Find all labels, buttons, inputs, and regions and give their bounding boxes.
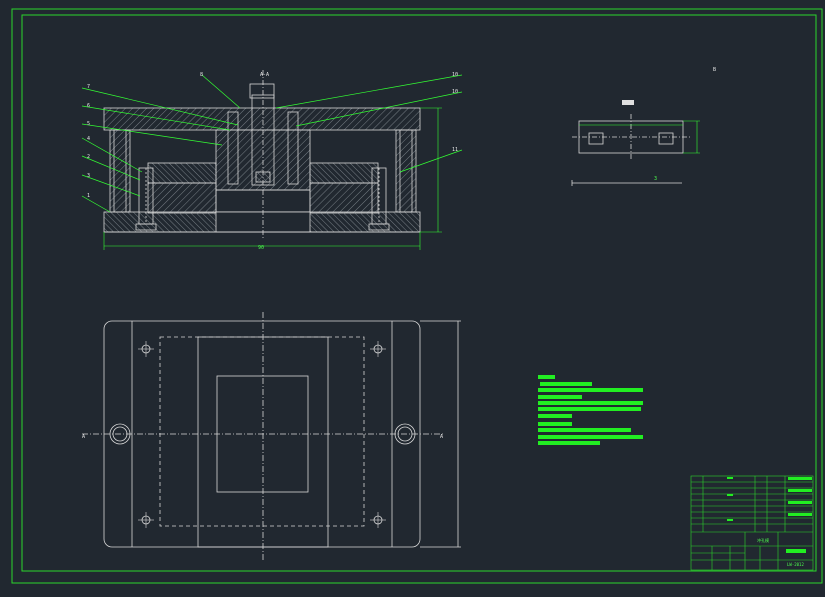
drawing-number: LW-2012	[787, 562, 804, 567]
part-view-label: B	[713, 67, 716, 73]
section-mark-left: A	[82, 434, 85, 440]
part-label-8: 8	[200, 72, 203, 78]
part-label-2: 2	[87, 154, 90, 160]
part-label-5: 5	[87, 121, 90, 127]
part-label-6: 6	[87, 103, 90, 109]
part-label-11: 11	[452, 147, 458, 153]
part-label-10b: 10	[452, 89, 458, 95]
drawing-frame	[11, 8, 823, 584]
part-label-7: 7	[87, 84, 90, 90]
width-dimension: 90	[258, 245, 264, 251]
plan-view	[82, 312, 461, 560]
part-detail-dimensions	[579, 120, 700, 154]
part-label-3: 3	[87, 173, 90, 179]
title-block-fills	[727, 477, 812, 553]
section-mark-right: A	[440, 434, 443, 440]
technical-requirements-block	[538, 375, 643, 445]
part-label-1: 1	[87, 193, 90, 199]
section-title: A-A	[260, 72, 269, 78]
title-block	[690, 475, 814, 571]
part-number-labels: 7 6 5 4 2 3 1 8 A-A 10 10 11	[87, 72, 458, 199]
leader-lines	[81, 74, 463, 213]
part-label-10a: 10	[452, 72, 458, 78]
part-detail-view	[571, 100, 692, 186]
part-label-4: 4	[87, 136, 90, 142]
drawing-title: 冲孔模	[757, 537, 769, 543]
part-view-dimension: 3	[654, 176, 657, 182]
front-dimensions	[103, 107, 442, 250]
front-section-view	[103, 70, 421, 240]
